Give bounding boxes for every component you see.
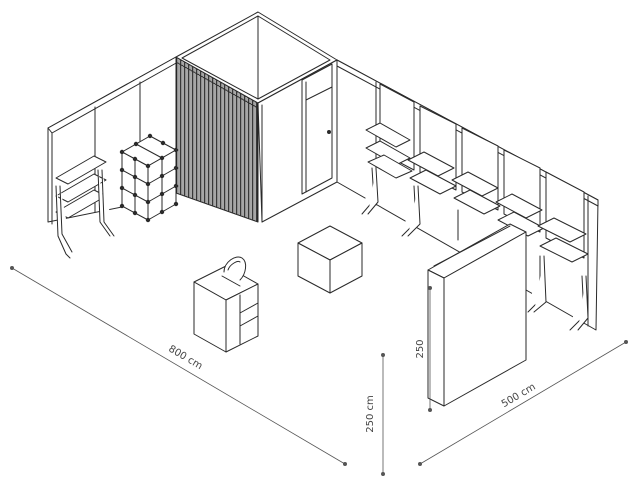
right-wall-shelves [365,122,589,263]
height-dimension-label: 250 cm [365,395,376,433]
chair [221,256,247,287]
cube-shelf [119,133,179,223]
width-dimension-label: 800 cm [166,344,204,373]
storage-room [175,11,338,223]
shelf-supports-right [361,167,589,331]
divider-panel [427,223,527,407]
panel-height-dimension-label: 250 [415,339,426,358]
cube-seat [297,225,363,294]
left-wall-shelves [55,155,115,259]
dimension-lines [10,266,628,476]
reception-counter [193,265,259,353]
